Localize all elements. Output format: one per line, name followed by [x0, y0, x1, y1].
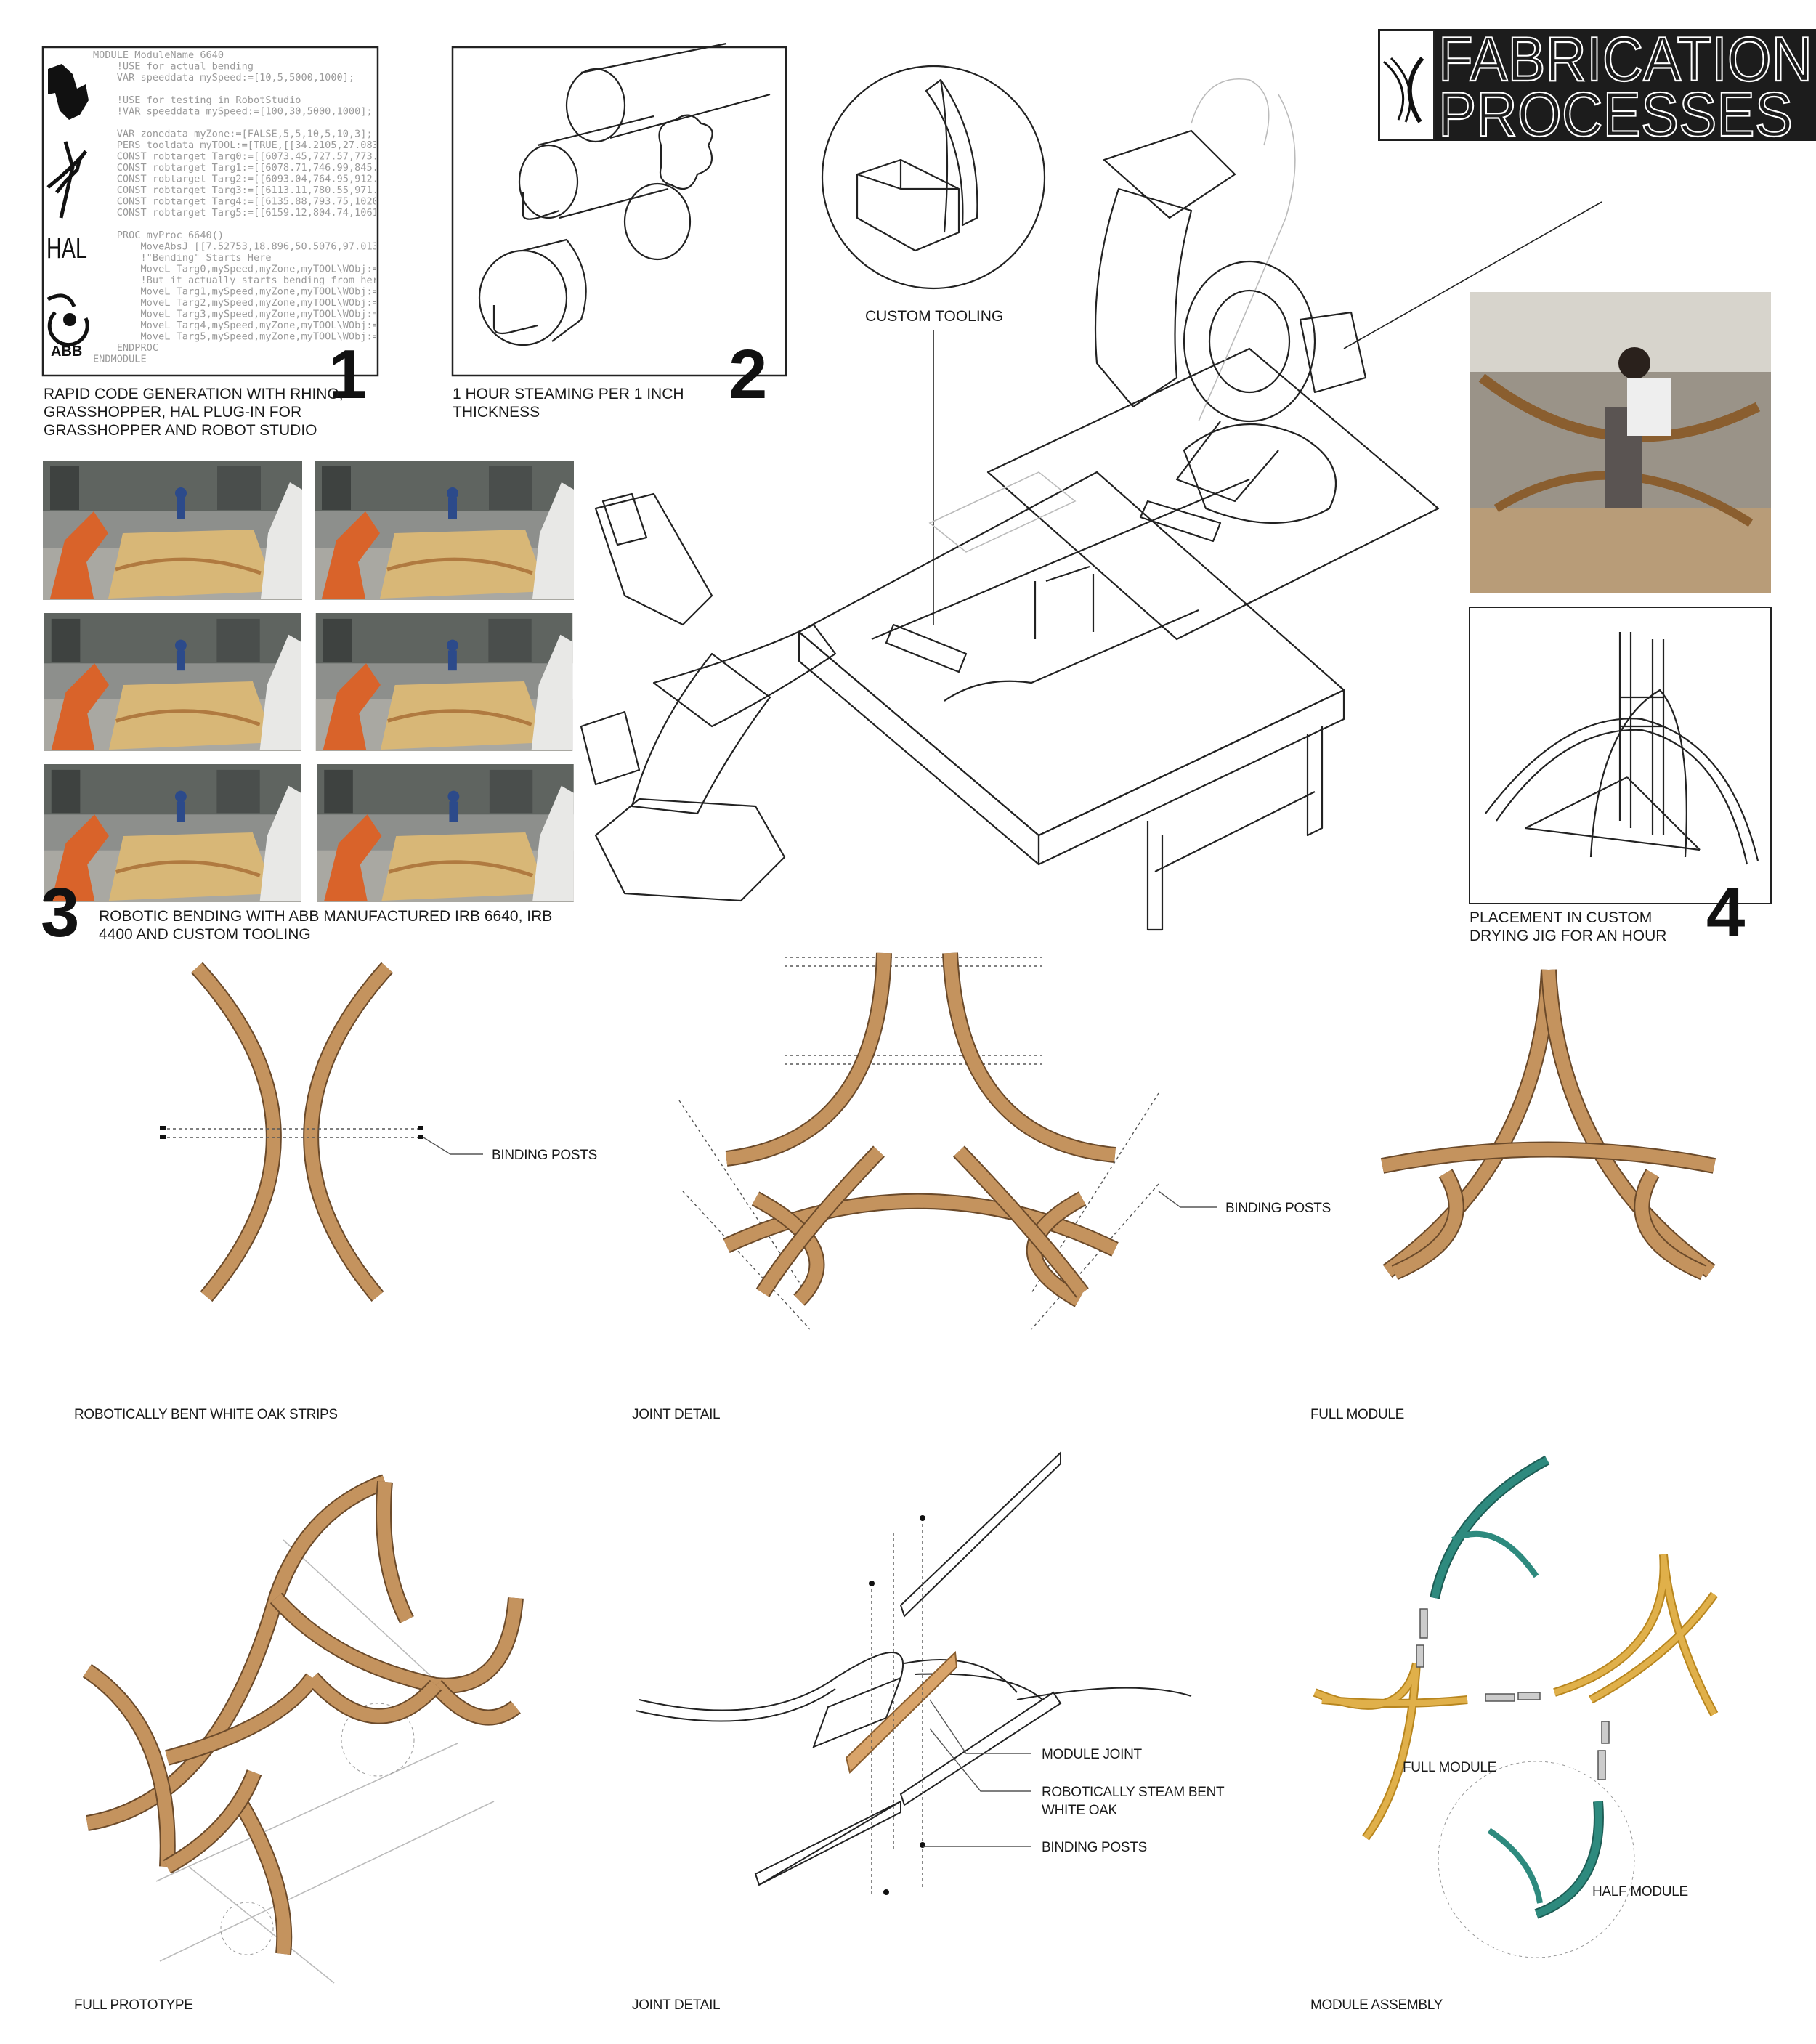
- custom-tooling-label: CUSTOM TOOLING: [865, 308, 1003, 325]
- module-joint-plank: [845, 1650, 958, 1774]
- white-oak-label: WHITE OAK: [1042, 1803, 1118, 1818]
- custom-tooling-callout: CUSTOM TOOLING: [821, 65, 1046, 625]
- title-line-1: FABRICATION: [1438, 25, 1812, 94]
- robotic-bending-photo-grid: 3 ROBOTIC BENDING WITH ABB MANUFACTURED …: [41, 461, 574, 952]
- code-line: !USE for actual bending: [93, 61, 254, 73]
- abb-robotstudio-logo-icon: ABB: [46, 293, 89, 360]
- title-block: FABRICATION PROCESSES: [1378, 24, 1816, 150]
- binding-posts-label: BINDING POSTS: [492, 1148, 597, 1163]
- half-module-teal: [1430, 1455, 1604, 1919]
- code-line: MoveL Targ0,mySpeed,myZone,myTOOL\WObj:=: [93, 264, 378, 275]
- caption-line: 1 HOUR STEAMING PER 1 INCH: [453, 386, 684, 402]
- panel-drying-jig: 4 PLACEMENT IN CUSTOM DRYING JIG FOR AN …: [1469, 292, 1772, 952]
- caption-line: GRASSHOPPER, HAL PLUG-IN FOR: [44, 404, 301, 421]
- photo-frame: [44, 613, 301, 751]
- section-label: ROBOTICALLY BENT WHITE OAK STRIPS: [74, 1407, 338, 1422]
- code-line: MoveAbsJ [[7.52753,18.896,50.5076,97.013: [93, 241, 378, 253]
- code-line: VAR zonedata myZone:=[FALSE,5,5,10,5,10,…: [93, 129, 373, 140]
- section-label: MODULE ASSEMBLY: [1310, 1998, 1443, 2013]
- bent-strip-logo-icon-2: [1407, 57, 1424, 123]
- panel-steaming: 2 1 HOUR STEAMING PER 1 INCH THICKNESS: [451, 42, 787, 421]
- code-line: ENDMODULE: [93, 354, 147, 365]
- binding-posts-label: BINDING POSTS: [1225, 1201, 1331, 1216]
- code-line: !USE for testing in RobotStudio: [93, 94, 301, 106]
- caption-line: THICKNESS: [453, 404, 540, 421]
- full-module-label: FULL MODULE: [1403, 1760, 1496, 1775]
- grasshopper-logo-icon: [46, 141, 88, 219]
- code-line: CONST robtarget Targ2:=[[6093.04,764.95,…: [93, 174, 378, 185]
- section-label: JOINT DETAIL: [632, 1998, 720, 2013]
- code-line: !But it actually starts bending from her: [93, 275, 378, 286]
- code-line: CONST robtarget Targ1:=[[6078.71,746.99,…: [93, 162, 378, 174]
- module-assembly-diagram: FULL MODULE HALF MODULE MODULE ASSEMBLY: [1310, 1455, 1719, 2013]
- module-connectors: [1416, 1608, 1610, 1780]
- caption-line: RAPID CODE GENERATION WITH RHINO,: [44, 386, 344, 402]
- robotic-cell-drawing: [580, 78, 1602, 931]
- code-line: !VAR speeddata mySpeed:=[100,30,5000,100…: [93, 106, 373, 118]
- drying-jig-photo: [1470, 292, 1771, 593]
- hal-logo: HAL: [46, 232, 87, 264]
- caption-line: GRASSHOPPER AND ROBOT STUDIO: [44, 422, 317, 439]
- joint-detail-diagram: BINDING POSTS JOINT DETAIL: [632, 952, 1331, 1422]
- photo-frame: [316, 613, 572, 751]
- code-frame: [41, 46, 379, 377]
- panel-code-generation: HAL ABB MODULE ModuleName_6640 !USE for …: [41, 46, 379, 439]
- code-line: CONST robtarget Targ4:=[[6135.88,793.75,…: [93, 196, 378, 208]
- bent-strips-diagram: BINDING POSTS ROBOTICALLY BENT WHITE OAK…: [74, 962, 597, 1422]
- code-line: CONST robtarget Targ3:=[[6113.11,780.55,…: [93, 184, 378, 196]
- module-joint-label: MODULE JOINT: [1042, 1747, 1143, 1762]
- full-prototype-diagram: FULL PROTOTYPE: [74, 1474, 524, 2013]
- code-line: MoveL Targ5,mySpeed,myZone,myTOOL\WObj:=: [93, 331, 378, 343]
- caption-line: PLACEMENT IN CUSTOM: [1470, 909, 1652, 926]
- code-line: CONST robtarget Targ5:=[[6159.12,804.74,…: [93, 207, 378, 219]
- half-module-label: HALF MODULE: [1592, 1884, 1688, 1899]
- code-line: ENDPROC: [93, 342, 158, 354]
- steam-bent-label: ROBOTICALLY STEAM BENT: [1042, 1785, 1225, 1800]
- caption-line: ROBOTIC BENDING WITH ABB MANUFACTURED IR…: [99, 908, 552, 925]
- abb-logo-text: ABB: [51, 344, 82, 360]
- joint-detail-exploded: MODULE JOINT ROBOTICALLY STEAM BENT WHIT…: [632, 1451, 1225, 2013]
- code-line: PERS tooldata myTOOL:=[TRUE,[[34.2105,27…: [93, 139, 378, 151]
- robot-arm-right: [1094, 78, 1367, 524]
- step-number: 1: [328, 336, 367, 413]
- drying-jig-drawing: [1485, 632, 1759, 865]
- code-line: MODULE ModuleName_6640: [93, 49, 224, 61]
- section-label: FULL MODULE: [1310, 1407, 1404, 1422]
- rapid-code-listing: MODULE ModuleName_6640 !USE for actual b…: [93, 49, 378, 365]
- full-module-yellow: [1313, 1554, 1719, 1841]
- rhino-logo-icon: [48, 64, 89, 120]
- photo-frame: [44, 764, 301, 902]
- step-number: 3: [41, 874, 79, 952]
- caption-line: DRYING JIG FOR AN HOUR: [1470, 928, 1666, 944]
- code-line: MoveL Targ3,mySpeed,myZone,myTOOL\WObj:=: [93, 309, 378, 320]
- section-label: JOINT DETAIL: [632, 1407, 720, 1422]
- code-line: MoveL Targ2,mySpeed,myZone,myTOOL\WObj:=: [93, 297, 378, 309]
- code-line: !"Bending" Starts Here: [93, 252, 272, 264]
- steam-tube-drawing: [478, 42, 771, 346]
- photo-frame: [317, 764, 573, 902]
- section-label: FULL PROTOTYPE: [74, 1998, 193, 2013]
- title-line-2: PROCESSES: [1438, 80, 1793, 150]
- steaming-frame: [451, 46, 787, 377]
- code-line: PROC myProc_6640(): [93, 230, 224, 241]
- step-number: 2: [729, 336, 767, 413]
- code-line: VAR speeddata mySpeed:=[10,5,5000,1000];: [93, 72, 354, 84]
- step-number: 4: [1706, 874, 1745, 952]
- caption-line: 4400 AND CUSTOM TOOLING: [99, 926, 311, 943]
- binding-posts-label: BINDING POSTS: [1042, 1840, 1147, 1855]
- full-module-diagram: FULL MODULE: [1310, 969, 1716, 1422]
- photo-frame: [43, 461, 302, 600]
- robot-arm-left: [580, 492, 837, 902]
- code-line: MoveL Targ4,mySpeed,myZone,myTOOL\WObj:=: [93, 320, 378, 331]
- code-line: CONST robtarget Targ0:=[[6073.45,727.57,…: [93, 151, 378, 163]
- code-line: MoveL Targ1,mySpeed,myZone,myTOOL\WObj:=: [93, 286, 378, 298]
- photo-frame: [315, 461, 574, 600]
